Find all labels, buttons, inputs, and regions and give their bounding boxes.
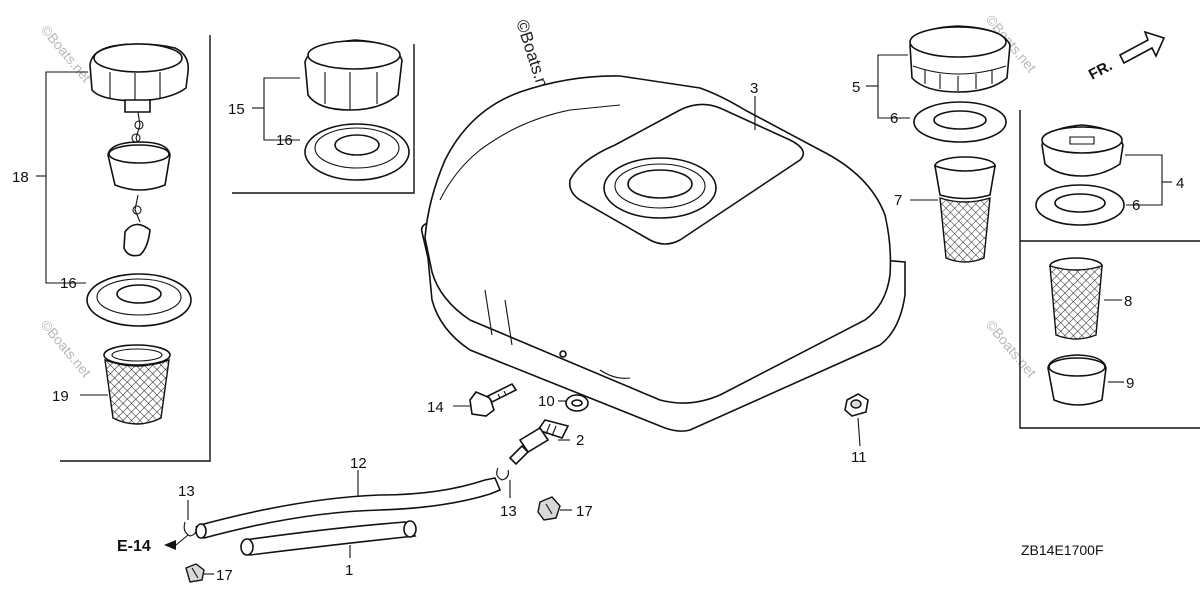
washer-part-6 <box>1035 184 1125 226</box>
left-assembly-group: 18 16 19 <box>12 35 211 462</box>
callout-9: 9 <box>1126 375 1134 392</box>
callout-18: 18 <box>12 169 29 186</box>
fuel-tube-1-part <box>240 520 417 556</box>
callout-8: 8 <box>1124 293 1132 310</box>
callout-17-right: 17 <box>576 503 593 520</box>
callout-11: 11 <box>851 449 867 466</box>
bracket-18-16 <box>45 71 88 284</box>
callout-17-bottom: 17 <box>216 567 233 584</box>
fuel-tube-12-part <box>195 477 502 539</box>
callout-15: 15 <box>228 101 245 118</box>
tube-clip-left-part <box>183 521 197 537</box>
callout-14: 14 <box>427 399 444 416</box>
cap-chain-part <box>107 111 171 257</box>
cap-set-group: 15 16 <box>228 39 415 194</box>
group-border-2 <box>232 44 415 194</box>
front-arrow-icon <box>1118 30 1166 65</box>
cap-part-4 <box>1041 124 1124 177</box>
drain-plug-part <box>844 393 869 417</box>
callout-13-right: 13 <box>500 503 517 520</box>
right-washer-part <box>913 101 1007 143</box>
reference-arrow[interactable]: E-14 <box>117 534 189 555</box>
washer-part <box>565 394 589 412</box>
gasket-part <box>86 273 192 327</box>
callout-12: 12 <box>350 455 367 472</box>
callout-13-left: 13 <box>178 483 195 500</box>
strainer-part-8 <box>1049 257 1103 340</box>
drain-bolt-part <box>469 382 518 417</box>
callout-10: 10 <box>538 393 555 410</box>
callout-19: 19 <box>52 388 69 405</box>
watermark-4: ©Boats.net <box>983 317 1040 381</box>
direction-label: FR. <box>1086 57 1115 83</box>
arrow-left-icon <box>164 540 176 550</box>
callout-6-right: 6 <box>1132 197 1140 214</box>
callout-16-box: 16 <box>276 132 293 149</box>
part-code: ZB14E1700F <box>1021 542 1104 558</box>
callout-16-left: 16 <box>60 275 77 292</box>
tube-clamp-right-part <box>537 496 561 521</box>
group-border <box>60 35 211 462</box>
retainer-part-9 <box>1047 354 1107 406</box>
front-direction-indicator: FR. <box>1086 30 1166 84</box>
fuel-cap-part <box>89 43 190 113</box>
callout-2: 2 <box>576 432 584 449</box>
group-border-3 <box>1019 110 1200 429</box>
fuel-tank-part <box>420 75 906 432</box>
callout-1: 1 <box>345 562 353 579</box>
reference-label[interactable]: E-14 <box>117 538 151 555</box>
callout-3: 3 <box>750 80 758 97</box>
fuel-joint-part <box>508 419 570 466</box>
strainer-part <box>103 344 171 425</box>
callout-6-top: 6 <box>890 110 898 127</box>
callout-4: 4 <box>1176 175 1184 192</box>
tube-clip-right-part <box>496 467 509 481</box>
cap-part-15 <box>304 39 403 111</box>
right-strainer-part <box>933 156 997 263</box>
callout-5: 5 <box>852 79 860 96</box>
right-cap-part <box>909 25 1011 93</box>
gasket-part-16 <box>304 123 410 181</box>
watermark-2: ©Boats.net <box>38 317 95 381</box>
tube-clamp-bottom-part <box>185 563 205 583</box>
callout-7: 7 <box>894 192 902 209</box>
right-assembly-group: 4 6 8 9 <box>1019 110 1200 429</box>
